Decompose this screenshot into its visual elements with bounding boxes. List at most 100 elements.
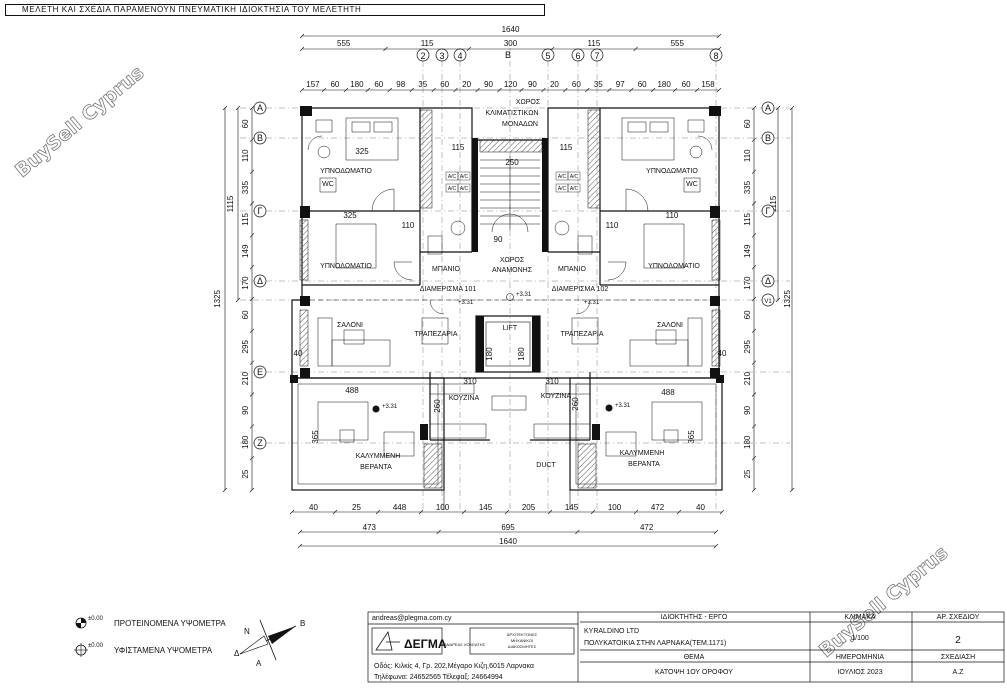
- dimension-value: 488: [345, 386, 359, 395]
- dimension-value: 115: [588, 39, 601, 48]
- axis-grid: [240, 48, 790, 510]
- watermark: BuySell Cyprus: [815, 542, 952, 662]
- room-label: ΣΑΛΟΝΙ: [657, 322, 683, 329]
- dimension-line: [751, 487, 757, 493]
- dimension-value: 180: [743, 435, 752, 449]
- dimension-line: [297, 529, 303, 535]
- dimension-line: [751, 105, 757, 111]
- dimension-line: [297, 543, 303, 549]
- room-label: ΤΡΑΠΕΖΑΡΙΑ: [414, 331, 457, 338]
- address-text: Οδός: Κιλκίς 4, Γρ. 202,Μέγαρο Κιζη,6015…: [374, 662, 534, 670]
- room-label: ΜΠΑΝΙΟ: [558, 266, 587, 273]
- level-marker-icon: [506, 293, 514, 301]
- dimension-value: 40: [696, 503, 705, 512]
- dimension-value: 365: [687, 430, 696, 444]
- dimension-value: 170: [241, 276, 250, 290]
- dimension-line: [751, 201, 757, 206]
- room-label: ΚΑΛΥΜΜΕΝΗ: [620, 450, 665, 457]
- sheet-header: ΑΡ. ΣΧΕΔΙΟΥ: [937, 614, 980, 621]
- axis-label: Γ: [766, 206, 771, 216]
- dimension-value: 555: [337, 39, 351, 48]
- legend-label: ΥΦΙΣΤΑΜΕΝΑ ΥΨΟΜΕΤΡΑ: [114, 646, 213, 655]
- axis-label: 4: [457, 51, 462, 61]
- dimension-line: [541, 87, 546, 93]
- dimension-line: [249, 137, 255, 143]
- dimension-line: [751, 264, 757, 270]
- dimension-line: [475, 87, 480, 93]
- ac-label: A/C: [570, 174, 579, 180]
- email-text: andreas@plegma.com.cy: [372, 615, 452, 622]
- dimension-value: 60: [638, 80, 647, 89]
- dimension-value: 60: [572, 80, 581, 89]
- dimension-value: 115: [421, 39, 434, 48]
- dimension-value: 35: [594, 80, 603, 89]
- dimension-line: [751, 233, 757, 238]
- dimension-line: [504, 509, 510, 515]
- dimension-value: 180: [241, 435, 250, 449]
- staircase: [480, 156, 540, 233]
- room-label: ΚΟΥΖΙΝΑ: [541, 393, 572, 400]
- dimension-line: [249, 296, 255, 302]
- specialty: ΔΙΑΚΟΣΜΗΤΕΣ: [508, 644, 537, 649]
- room-label: WC: [686, 181, 698, 188]
- dimension-value: 97: [616, 80, 625, 89]
- dimension-line: [249, 105, 255, 111]
- room-label: ΧΩΡΟΣ: [516, 99, 541, 106]
- drawn-by: Α.Ζ: [953, 669, 965, 676]
- room-label: ΥΠΝΟΔΩΜΑΤΙΟ: [646, 168, 698, 175]
- dimension-line: [590, 509, 596, 515]
- copyright-banner: [5, 4, 545, 16]
- date-value: ΙΟΥΛΙΟΣ 2023: [837, 669, 882, 676]
- dimension-line: [321, 87, 327, 93]
- axis-label: 7: [594, 51, 599, 61]
- room-label: ΤΡΑΠΕΖΑΡΙΑ: [560, 331, 603, 338]
- owner-name: KYRALDINO LTD: [584, 628, 639, 635]
- dimension-line: [249, 455, 255, 461]
- dimension-line: [751, 328, 757, 334]
- dimension-line: [431, 87, 436, 93]
- dimension-value: 149: [743, 244, 752, 258]
- room-label: ΧΩΡΟΣ: [500, 257, 525, 264]
- dimension-line: [789, 105, 795, 111]
- axis-label: 5: [545, 51, 550, 61]
- legend-label: ΠΡΟΤΕΙΝΟΜΕΝΑ ΥΨΟΜΕΤΡΑ: [114, 619, 226, 628]
- room-label: ΥΠΝΟΔΩΜΑΤΙΟ: [320, 168, 372, 175]
- dimension-line: [235, 297, 241, 303]
- axis-label: Δ: [765, 276, 771, 286]
- room-label: ΥΠΝΟΔΩΜΑΤΙΟ: [648, 263, 700, 270]
- specialty: ΜΗΧΑΝΙΚΟΙ: [511, 638, 533, 643]
- dimension-line: [387, 87, 393, 93]
- dimension-value: 472: [640, 523, 654, 532]
- dimension-line: [249, 201, 255, 206]
- ac-labels: A/C A/C A/C A/C A/C A/C A/C A/C: [445, 171, 581, 193]
- room-label: ΚΛΙΜΑΤΙΣΤΙΚΩΝ: [486, 110, 539, 117]
- dimension-value: 20: [462, 80, 471, 89]
- dimension-value: 310: [463, 377, 477, 386]
- dimension-line: [716, 87, 722, 93]
- dimension-value: 25: [241, 469, 250, 478]
- level-value: +3.31: [615, 403, 631, 409]
- dimension-line: [497, 87, 502, 93]
- firm-name: ΔΕΓΜΑ: [404, 637, 447, 651]
- dimension-value: 60: [743, 119, 752, 128]
- dimension-value: 1115: [226, 195, 235, 212]
- dimension-value: 115: [560, 143, 573, 152]
- room-label: WC: [322, 181, 334, 188]
- dimension-value: 180: [517, 347, 526, 361]
- room-label: ΒΕΡΑΝΤΑ: [628, 461, 660, 468]
- dimension-value: 310: [545, 377, 559, 386]
- dimension-line: [299, 33, 305, 39]
- room-label: ΜΠΑΝΙΟ: [432, 266, 461, 273]
- dimension-line: [713, 543, 719, 549]
- hatched-walls: [299, 109, 721, 489]
- watermark: BuySell Cyprus: [11, 62, 148, 182]
- room-label: ΜΟΝΑΔΩΝ: [502, 121, 538, 128]
- dimension-value: 325: [355, 147, 369, 156]
- axis-label: V1: [764, 299, 772, 305]
- dimension-value: 90: [528, 80, 537, 89]
- dimension-value: 1640: [499, 537, 517, 546]
- dimension-value: 472: [651, 503, 665, 512]
- dimension-line: [694, 87, 700, 93]
- dimension-value: 115: [241, 212, 250, 225]
